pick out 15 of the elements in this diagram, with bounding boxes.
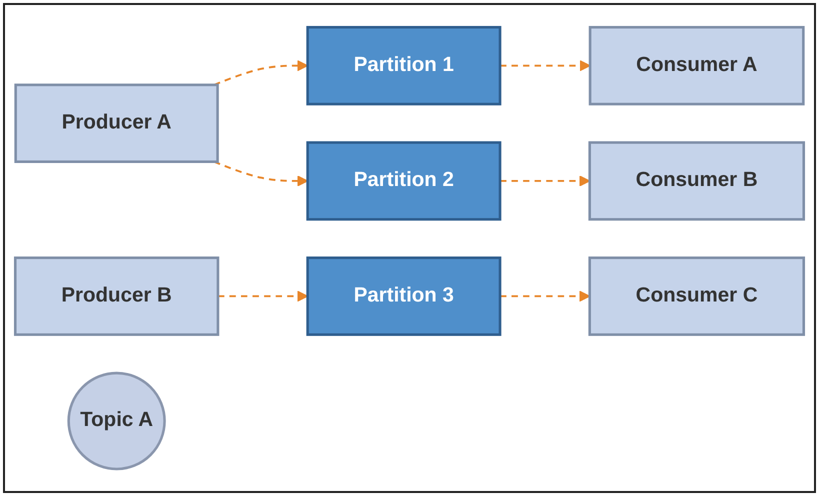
arrow [214,160,308,186]
node-box: Partition 3 [306,256,502,336]
arrow [500,175,590,186]
node-box: Consumer B [588,141,806,221]
arrow [500,60,591,72]
node-box: Partition 1 [306,26,502,106]
arrow [500,290,590,302]
node-box: Consumer A [588,26,805,106]
node-box: Consumer C [588,256,806,336]
node-box: Producer A [14,83,219,163]
node-box: Producer B [14,256,220,336]
arrow [214,60,308,86]
node-circle: Topic A [67,372,166,470]
node-box: Partition 2 [306,141,502,221]
arrow [218,290,308,302]
